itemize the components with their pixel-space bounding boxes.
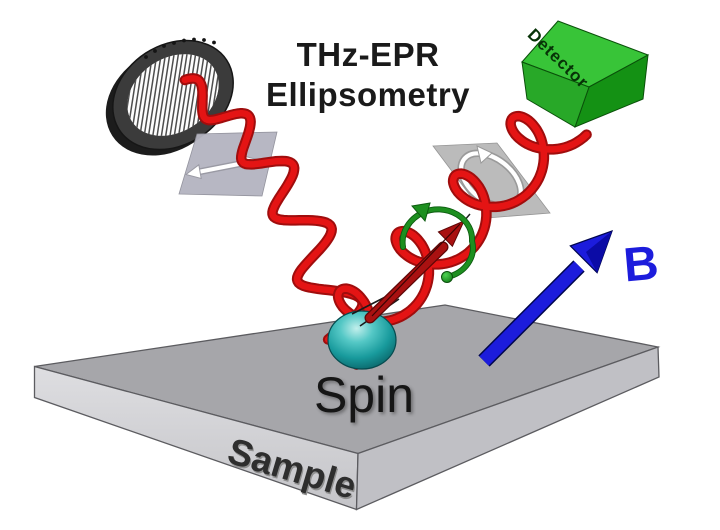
spin-sphere xyxy=(327,310,397,370)
polarizer-bolt-holes xyxy=(144,37,216,59)
thz-beam-incoming xyxy=(179,73,368,345)
precession-ball xyxy=(441,271,453,283)
detector-cube xyxy=(521,20,650,128)
stage-front-right-face xyxy=(355,346,660,511)
spin-arrow xyxy=(351,213,471,327)
magnetic-field-arrow xyxy=(478,230,613,367)
precession-arrow-icon xyxy=(399,202,476,283)
